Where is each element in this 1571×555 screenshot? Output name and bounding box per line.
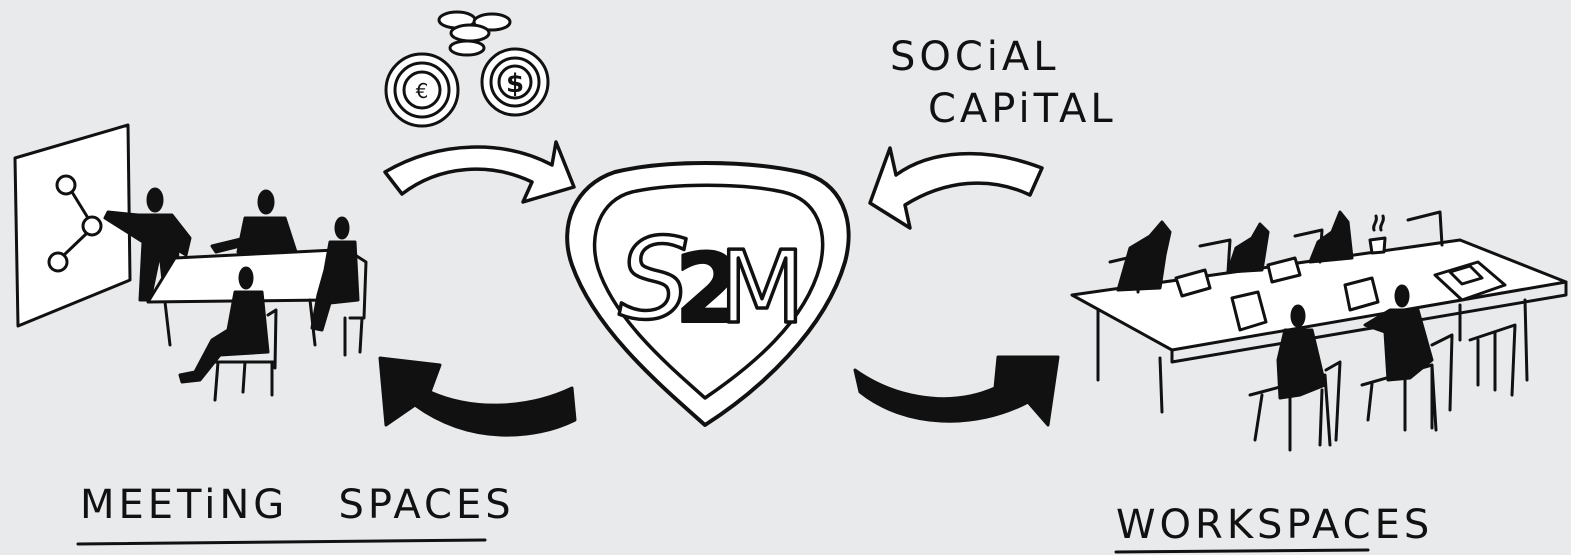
logo-letter-m: M	[719, 229, 805, 346]
front-row-workers	[1276, 284, 1434, 400]
workspaces-label: WORKSPACES	[1116, 502, 1433, 548]
arrow-money-to-center	[383, 140, 576, 204]
logo-digit-2: 2	[675, 233, 742, 345]
person-back	[210, 189, 298, 254]
s2m-logo	[565, 161, 851, 427]
arrow-center-to-workspaces	[853, 355, 1060, 427]
whiteboard	[13, 123, 132, 328]
person-right	[310, 216, 360, 332]
arrow-social-capital-to-center	[868, 146, 1044, 230]
meeting-spaces-label: MEETiNG SPACES	[80, 482, 515, 528]
social-capital-label-line1: SOCiAL	[890, 34, 1060, 80]
workspaces-underline	[1114, 548, 1370, 554]
meeting-room-illustration	[13, 123, 368, 402]
workspace-illustration	[1070, 210, 1568, 452]
meeting-spaces-underline	[76, 538, 487, 546]
coins-icon	[384, 10, 550, 128]
arrow-center-to-meeting-spaces	[378, 356, 577, 437]
laptops	[1174, 256, 1507, 332]
person-front	[178, 266, 270, 384]
social-capital-label-line2: CAPiTAL	[928, 86, 1117, 132]
euro-symbol: €	[416, 79, 429, 103]
dollar-symbol: $	[506, 69, 524, 99]
logo-letter-s: S	[618, 215, 689, 345]
